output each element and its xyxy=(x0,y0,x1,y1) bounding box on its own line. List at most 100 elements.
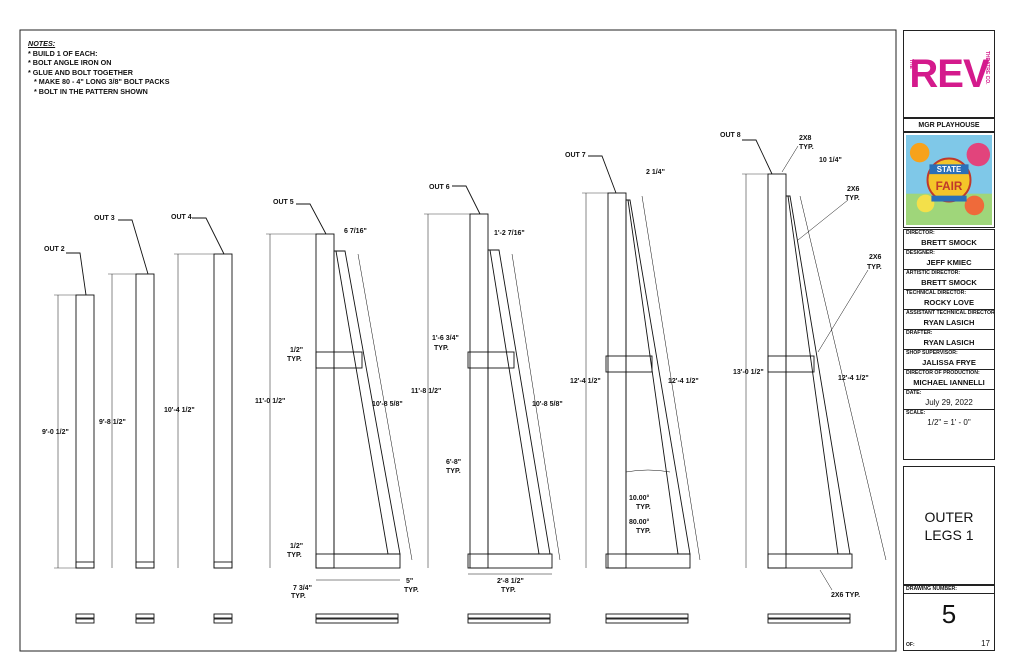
leg-out-7 xyxy=(582,155,701,624)
callout-typ-11: TYP. xyxy=(845,195,860,202)
dim-out-3-height: 9'-8 1/2" xyxy=(99,419,126,426)
callout-half-2: 1/2" xyxy=(290,543,303,550)
dim-out-6-top: 1'-2 7/16" xyxy=(494,230,525,237)
callout-typ-5: TYP. xyxy=(501,587,516,594)
note-line: * BUILD 1 OF EACH: xyxy=(28,48,98,58)
crew-value: JEFF KMIEC xyxy=(926,258,972,267)
dim-out-7-top: 2 1/4" xyxy=(646,169,665,176)
crew-label: ASSISTANT TECHNICAL DIRECTOR: xyxy=(904,309,994,316)
company-logo: THE REV THEATRE CO. xyxy=(903,30,995,118)
crew-value: MICHAEL IANNELLI xyxy=(913,378,985,387)
crew-label: DIRECTOR: xyxy=(906,230,935,236)
callout-10-deg: 10.00° xyxy=(629,494,650,502)
drawing-number-label: DRAWING NUMBER: xyxy=(904,586,994,594)
dim-out-8-top: 10 1/4" xyxy=(819,157,842,164)
note-line: * GLUE AND BOLT TOGETHER xyxy=(28,67,133,77)
scale-label: SCALE: xyxy=(904,409,994,417)
date-value: July 29, 2022 xyxy=(925,398,973,407)
dim-out-5-diag: 10'-8 5/8" xyxy=(372,401,403,408)
callout-typ-2: TYP. xyxy=(287,552,302,559)
callout-80-deg: 80.00° xyxy=(629,518,650,526)
callout-typ-4: TYP. xyxy=(404,587,419,594)
crew-value: RYAN LASICH xyxy=(923,318,975,327)
dim-out-5-top: 6 7/16" xyxy=(344,228,367,235)
poster-fair: FAIR xyxy=(936,180,963,193)
callout-7-3-4: 7 3/4" xyxy=(293,585,312,592)
crew-value: JALISSA FRYE xyxy=(922,358,976,367)
label-out-3: OUT 3 xyxy=(94,215,115,222)
title-line-1: OUTER xyxy=(924,508,974,525)
label-out-5: OUT 5 xyxy=(273,199,294,206)
crew-value: ROCKY LOVE xyxy=(923,298,975,307)
dim-out-6-diag: 10'-8 5/8" xyxy=(532,401,563,408)
note-line: * BOLT IN THE PATTERN SHOWN xyxy=(34,86,148,96)
dim-out-4-height: 10'-4 1/2" xyxy=(164,407,195,414)
label-out-2: OUT 2 xyxy=(44,246,65,253)
notes-block: NOTES: * BUILD 1 OF EACH: * BOLT ANGLE I… xyxy=(28,39,170,97)
notes-header: NOTES: xyxy=(28,39,56,48)
callout-2x6-typ: 2X6 TYP. xyxy=(831,592,860,599)
leg-out-2 xyxy=(54,252,95,569)
callout-5in: 5" xyxy=(406,578,413,585)
total-drawings: 17 xyxy=(981,639,990,648)
label-out-6: OUT 6 xyxy=(429,184,450,191)
logo-theatre-co: THEATRE CO. xyxy=(984,51,990,85)
callout-typ-6: TYP. xyxy=(434,345,449,352)
of-label: OF: xyxy=(906,642,915,648)
callout-typ-8: TYP. xyxy=(636,504,651,511)
dim-out-5-height: 11'-0 1/2" xyxy=(255,398,285,405)
sheet-border xyxy=(19,29,897,652)
show-poster: STATE FAIR xyxy=(903,132,995,228)
dim-out-8-height: 13'-0 1/2" xyxy=(733,369,764,376)
dim-out-8-diag: 12'-4 1/2" xyxy=(838,375,869,382)
crew-value: BRETT SMOCK xyxy=(921,278,977,287)
leg-out-4 xyxy=(174,217,233,569)
crew-label: SHOP SUPERVISOR: xyxy=(904,349,994,357)
crew-value: RYAN LASICH xyxy=(923,338,975,347)
callout-6-8: 6'-8" xyxy=(446,459,461,466)
crew-label: DESIGNER: xyxy=(904,249,994,257)
callout-1-6-3-4: 1'-6 3/4" xyxy=(432,335,459,342)
callout-2x6-b: 2X6 xyxy=(869,254,882,261)
leg-out-5 xyxy=(266,203,413,624)
callout-typ-7: TYP. xyxy=(446,468,461,475)
crew-label: TECHNICAL DIRECTOR: xyxy=(904,289,994,297)
callout-typ-10: TYP. xyxy=(799,144,814,151)
dim-out-7-diag: 12'-4 1/2" xyxy=(668,378,699,385)
logo-text: REV xyxy=(909,52,989,96)
dim-out-7-height: 12'-4 1/2" xyxy=(570,378,601,385)
dim-out-6-height: 11'-8 1/2" xyxy=(411,388,441,395)
leg-out-6 xyxy=(424,185,561,624)
date-label: DATE: xyxy=(904,389,994,397)
drawing-number-box: DRAWING NUMBER: 5 OF: 17 xyxy=(903,585,995,651)
callout-2x8: 2X8 xyxy=(799,135,812,142)
venue-name: MGR PLAYHOUSE xyxy=(903,118,995,132)
leg-out-8 xyxy=(742,139,887,624)
crew-label: DRAFTER: xyxy=(904,329,994,337)
crew-list: DIRECTOR: BRETT SMOCK DESIGNER: JEFF KMI… xyxy=(903,229,995,460)
crew-label: ARTISTIC DIRECTOR: xyxy=(904,269,994,277)
logo-the: THE xyxy=(908,59,914,69)
callout-typ-1: TYP. xyxy=(287,356,302,363)
poster-state: STATE xyxy=(937,165,961,174)
crew-value: BRETT SMOCK xyxy=(921,238,977,247)
dim-out-2-height: 9'-0 1/2" xyxy=(42,429,69,436)
drawing-number: 5 xyxy=(941,599,957,629)
scale-value: 1/2" = 1' - 0" xyxy=(927,418,971,427)
leg-out-3 xyxy=(108,219,155,569)
callout-half-1: 1/2" xyxy=(290,347,303,354)
note-line: * MAKE 80 - 4" LONG 3/8" BOLT PACKS xyxy=(34,77,170,87)
label-out-4: OUT 4 xyxy=(171,214,192,221)
label-out-7: OUT 7 xyxy=(565,152,586,159)
label-out-8: OUT 8 xyxy=(720,132,741,139)
crew-label: DIRECTOR OF PRODUCTION: xyxy=(904,369,994,377)
callout-typ-9: TYP. xyxy=(636,528,651,535)
callout-2x6-a: 2X6 xyxy=(847,186,860,193)
callout-typ-12: TYP. xyxy=(867,264,882,271)
drawing-title: OUTER LEGS 1 xyxy=(903,466,995,585)
note-line: * BOLT ANGLE IRON ON xyxy=(28,58,112,68)
callout-2-8-half: 2'-8 1/2" xyxy=(497,578,524,585)
callout-typ-3: TYP. xyxy=(291,593,306,600)
